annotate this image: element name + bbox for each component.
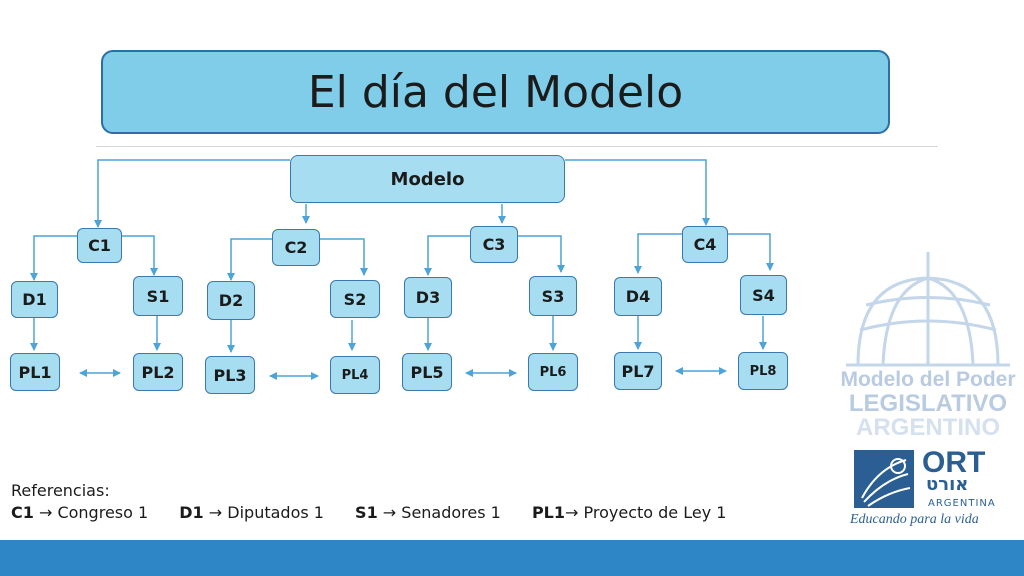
arrow-modelo-c4 <box>565 159 710 226</box>
ref-abbr-s1: S1 <box>355 503 378 522</box>
node-d3: D3 <box>404 277 452 318</box>
node-d2: D2 <box>207 281 255 320</box>
logo-modelo-line2: LEGISLATIVO <box>848 390 1008 417</box>
node-s2: S2 <box>330 280 380 318</box>
arrow-c4-s4 <box>728 233 774 271</box>
arrow-c4-d4 <box>634 233 682 274</box>
ort-hebrew: אורט <box>926 474 969 495</box>
node-d1: D1 <box>11 281 58 318</box>
arrow-c3-d3 <box>424 235 470 276</box>
node-c4: C4 <box>682 226 728 263</box>
ort-logo: ORT אורט ARGENTINA Educando para la vida <box>848 446 1018 534</box>
ort-country: ARGENTINA <box>928 498 996 509</box>
arrow-modelo-c1 <box>94 159 290 228</box>
node-s4: S4 <box>740 275 787 315</box>
node-pl3: PL3 <box>205 356 255 394</box>
node-c2: C2 <box>272 229 320 266</box>
arrow-c1-d1 <box>30 235 77 281</box>
modelo-legislativo-logo: Modelo del Poder LEGISLATIVO ARGENTINO <box>838 250 1018 441</box>
node-c1: C1 <box>77 228 122 263</box>
node-pl5: PL5 <box>402 353 452 391</box>
arrow-c2-s2 <box>320 238 368 276</box>
node-pl6: PL6 <box>528 353 578 391</box>
node-pl2: PL2 <box>133 353 183 391</box>
references-items: C1 → Congreso 1 D1 → Diputados 1 S1 → Se… <box>11 503 727 522</box>
references-heading: Referencias: <box>11 481 110 500</box>
footer-bar <box>0 540 1024 576</box>
ort-emblem <box>854 450 914 508</box>
node-pl8: PL8 <box>738 352 788 390</box>
ref-abbr-c1: C1 <box>11 503 34 522</box>
node-pl1: PL1 <box>10 353 60 391</box>
node-pl4: PL4 <box>330 356 380 394</box>
separator-line <box>96 146 938 147</box>
dome-icon <box>846 252 1010 367</box>
ref-abbr-d1: D1 <box>179 503 204 522</box>
logo-modelo-line1: Modelo del Poder <box>840 368 1016 391</box>
arrow-c1-s1 <box>122 235 158 276</box>
ref-meaning-d1: Diputados 1 <box>227 503 324 522</box>
ort-name: ORT <box>922 446 986 479</box>
node-d4: D4 <box>614 277 662 316</box>
ref-abbr-pl1: PL1 <box>531 503 565 522</box>
node-s3: S3 <box>529 276 577 316</box>
node-c3: C3 <box>470 226 518 263</box>
node-s1: S1 <box>133 276 183 316</box>
slide-title: El día del Modelo <box>101 50 890 134</box>
node-modelo: Modelo <box>290 155 565 203</box>
logo-modelo-line3: ARGENTINO <box>856 414 1000 441</box>
ort-slogan: Educando para la vida <box>850 512 979 527</box>
ref-meaning-pl1: Proyecto de Ley 1 <box>583 503 727 522</box>
arrow-c3-s3 <box>518 235 565 273</box>
ref-meaning-c1: Congreso 1 <box>57 503 149 522</box>
ref-meaning-s1: Senadores 1 <box>401 503 501 522</box>
references-legend: Referencias: C1 → Congreso 1 D1 → Diputa… <box>11 480 726 524</box>
node-pl7: PL7 <box>614 352 662 390</box>
arrow-c2-d2 <box>227 238 272 281</box>
